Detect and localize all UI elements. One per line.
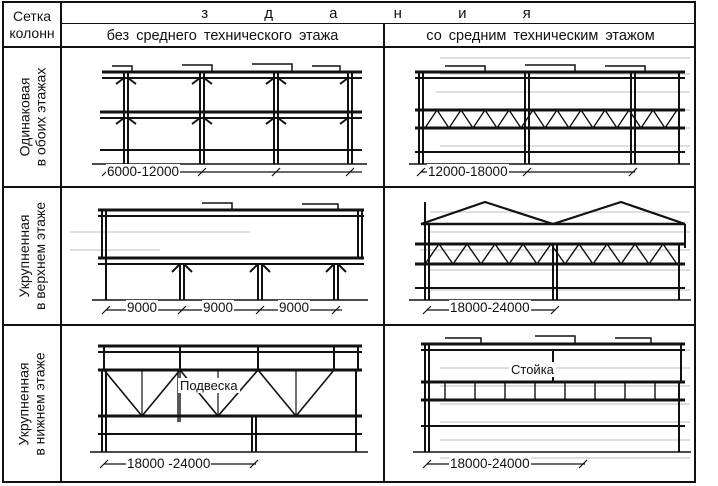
- callout-podveska: Подвеска: [178, 378, 240, 393]
- row-label-1-line2: в обоих этажах: [32, 67, 48, 167]
- frame-section-drawing: [413, 335, 691, 469]
- header-corner-line2: колонн: [9, 25, 55, 41]
- row-divider-1: [4, 186, 696, 188]
- header-corner: Сетка колонн: [4, 3, 60, 47]
- dimension-r2-left-a: 9000: [126, 300, 159, 315]
- drawing-r3-left: Подвеска 18000 -24000: [62, 326, 383, 481]
- drawing-r2-right: 18000-24000: [385, 188, 696, 324]
- frame-section-drawing: [90, 344, 368, 469]
- row-label-2-line2: в верхнем этаже: [32, 201, 48, 311]
- header-with-technical-floor: со средним техническим этажом: [426, 27, 655, 44]
- drawing-r3-right: Стойка 18000-24000: [385, 326, 696, 481]
- row-label-1: Одинаковая в обоих этажах: [4, 48, 60, 186]
- drawing-r2-left: 9000 9000 9000: [62, 188, 383, 324]
- row-label-2-line1: Укрупненная: [16, 214, 32, 298]
- dimension-r2-right: 18000-24000: [449, 300, 531, 315]
- row-label-3-line1: Укрупненная: [16, 362, 32, 445]
- row-label-1-line1: Одинаковая: [16, 77, 32, 157]
- row-divider-2: [4, 324, 696, 326]
- dimension-r2-left-b: 9000: [202, 300, 235, 315]
- header-buildings-title: з д а н и я: [201, 5, 557, 22]
- frame-section-drawing: [409, 64, 690, 177]
- classification-table: Сетка колонн з д а н и я без среднего те…: [2, 1, 696, 483]
- label-column-divider: [60, 3, 62, 481]
- center-column-divider: [383, 24, 385, 481]
- row-label-3: Укрупненная в нижнем этаже: [4, 326, 60, 481]
- drawing-r1-right: 12000-18000: [385, 48, 696, 186]
- frame-section-drawing: [409, 200, 691, 315]
- dimension-r3-left: 18000 -24000: [126, 456, 212, 471]
- dimension-r2-left-c: 9000: [278, 300, 311, 315]
- drawing-r1-left: 6000-12000: [62, 48, 383, 186]
- header-without-technical-floor: без среднего технического этажа: [106, 27, 339, 44]
- dimension-r3-right: 18000-24000: [449, 456, 531, 471]
- row-label-3-line2: в нижнем этаже: [32, 351, 48, 456]
- header-divider-top: [60, 23, 696, 24]
- dimension-r1-right: 12000-18000: [427, 164, 509, 179]
- header-divider-bottom: [4, 46, 696, 48]
- callout-stoyka: Стойка: [509, 362, 556, 377]
- row-label-2: Укрупненная в верхнем этаже: [4, 188, 60, 324]
- header-corner-line1: Сетка: [12, 8, 52, 24]
- dimension-r1-left: 6000-12000: [106, 164, 181, 179]
